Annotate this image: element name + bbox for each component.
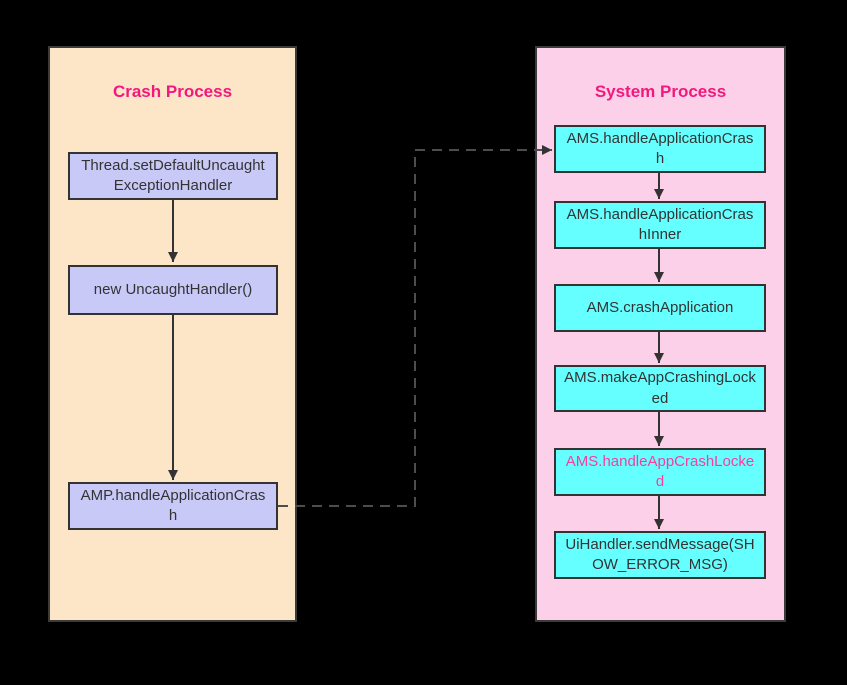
node-ams-handle-application-crash-inner: AMS.handleApplicationCrashInner [554,201,766,249]
node-new-uncaught-handler: new UncaughtHandler() [68,265,278,315]
node-ams-make-app-crashing-locked: AMS.makeAppCrashingLocked [554,365,766,412]
node-ams-handle-app-crash-locked: AMS.handleAppCrashLocked [554,448,766,496]
crash-process-panel [48,46,297,622]
node-set-default-uncaught-exception-handler: Thread.setDefaultUncaughtExceptionHandle… [68,152,278,200]
dashed-arrow-binder-cross-process [278,145,552,507]
node-uihandler-send-message: UiHandler.sendMessage(SHOW_ERROR_MSG) [554,531,766,579]
system-process-title: System Process [594,82,727,101]
node-ams-crash-application: AMS.crashApplication [554,284,766,332]
crash-process-title: Crash Process [112,82,233,101]
node-ams-handle-application-crash: AMS.handleApplicationCrash [554,125,766,173]
node-amp-handle-application-crash: AMP.handleApplicationCrash [68,482,278,530]
